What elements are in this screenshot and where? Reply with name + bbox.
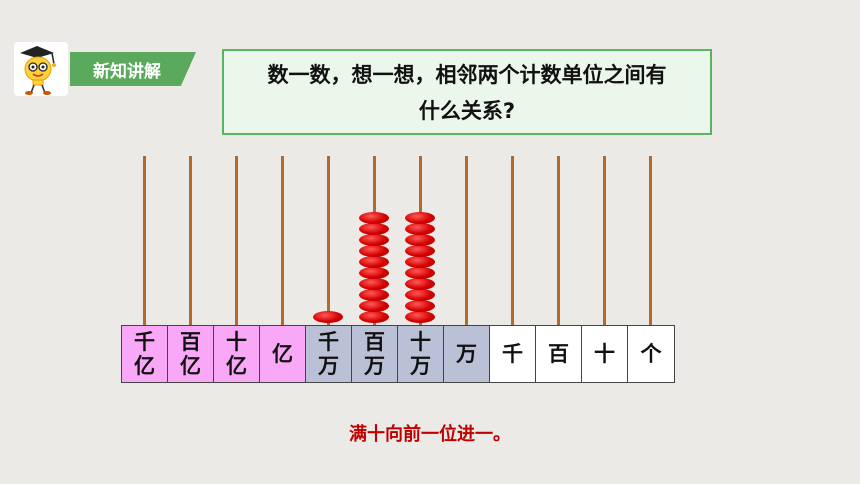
place-value-cell: 百 亿 (168, 326, 214, 382)
abacus-bead (405, 223, 435, 235)
abacus-rod (464, 156, 468, 326)
abacus-bead (405, 212, 435, 224)
place-value-cell: 个 (628, 326, 674, 382)
abacus-bead (405, 278, 435, 290)
abacus-bead (405, 300, 435, 312)
abacus-rod (234, 156, 238, 326)
abacus-rod (142, 156, 146, 326)
abacus-bead (405, 289, 435, 301)
place-value-chart: 千 亿百 亿十 亿亿千 万百 万十 万万千百十个 (121, 325, 675, 383)
place-value-cell: 亿 (260, 326, 306, 382)
abacus-rod (510, 156, 514, 326)
place-value-cell: 千 万 (306, 326, 352, 382)
abacus-bead (405, 267, 435, 279)
abacus-bead (313, 311, 343, 323)
abacus-bead (359, 311, 389, 323)
question-line-2: 什么关系? (418, 99, 516, 123)
place-value-cell: 十 亿 (214, 326, 260, 382)
place-value-cell: 万 (444, 326, 490, 382)
conclusion-text: 满十向前一位进一。 (349, 424, 511, 445)
place-value-cell: 百 (536, 326, 582, 382)
abacus-bead (359, 278, 389, 290)
place-value-cell: 十 (582, 326, 628, 382)
question-box: 数一数，想一想，相邻两个计数单位之间有 什么关系? (222, 49, 712, 135)
place-value-cell: 百 万 (352, 326, 398, 382)
abacus-bead (359, 234, 389, 246)
abacus-rod (556, 156, 560, 326)
abacus-bead (359, 267, 389, 279)
abacus-bead (405, 256, 435, 268)
scholar-lightbulb-mascot-icon (14, 42, 68, 96)
abacus-rod (188, 156, 192, 326)
abacus-bead (405, 311, 435, 323)
abacus-bead (359, 212, 389, 224)
abacus-bead (359, 300, 389, 312)
place-value-cell: 千 (490, 326, 536, 382)
abacus-rod (326, 156, 330, 326)
abacus-bead (359, 289, 389, 301)
abacus-bead (359, 245, 389, 257)
abacus-bead (359, 223, 389, 235)
abacus-rod (602, 156, 606, 326)
question-line-1: 数一数，想一想，相邻两个计数单位之间有 (267, 63, 667, 87)
abacus-bead (405, 245, 435, 257)
place-value-cell: 十 万 (398, 326, 444, 382)
place-value-cell: 千 亿 (122, 326, 168, 382)
abacus-bead (405, 234, 435, 246)
section-badge: 新知讲解 (70, 52, 196, 86)
abacus-rod (648, 156, 652, 326)
abacus-rod (280, 156, 284, 326)
abacus-bead (359, 256, 389, 268)
